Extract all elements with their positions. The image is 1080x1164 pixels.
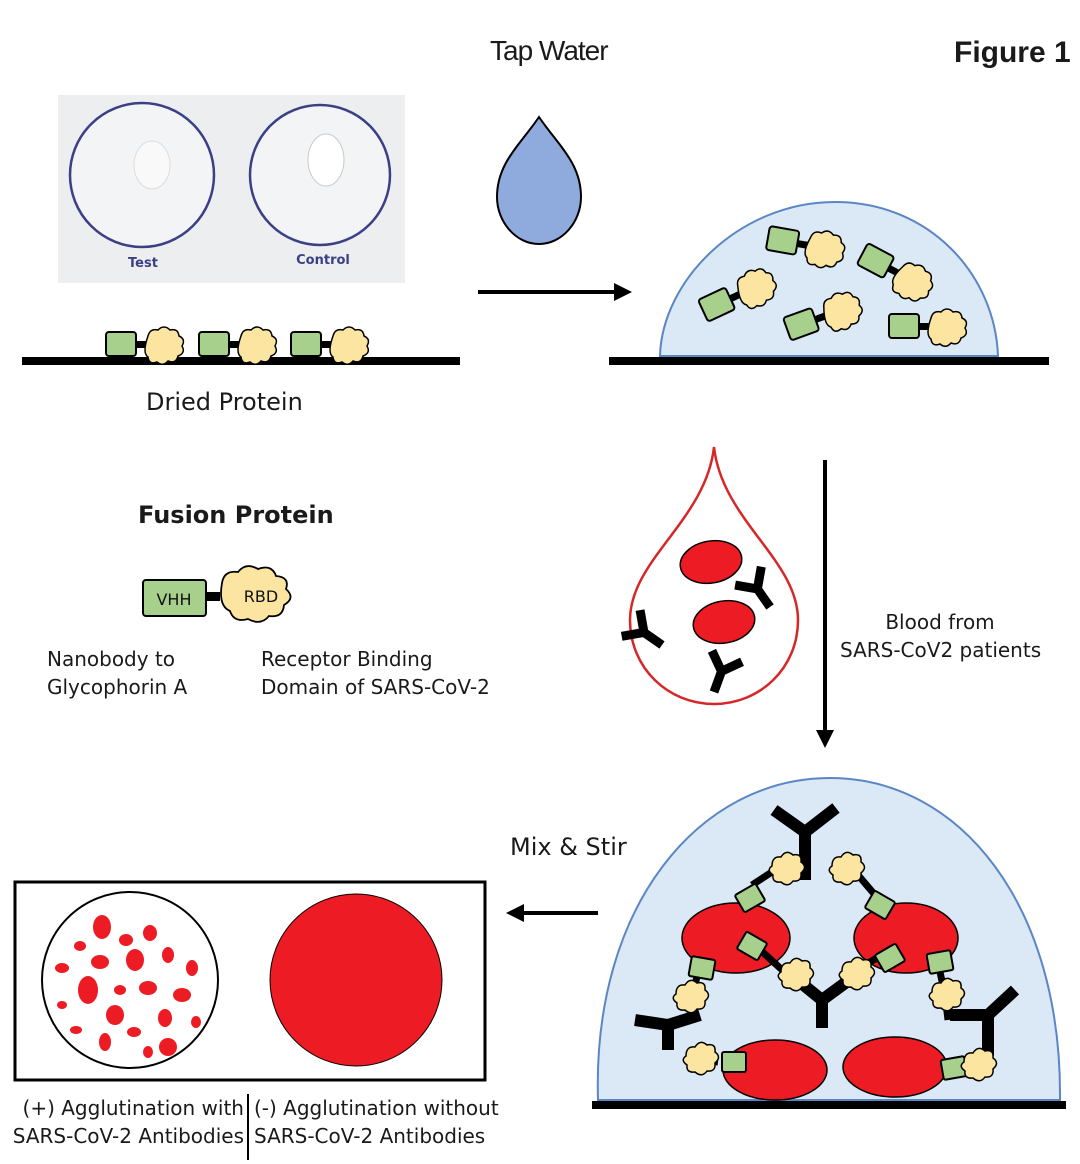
blood-label: Blood from SARS-CoV2 patients bbox=[840, 608, 1042, 664]
blood-label-line-1: Blood from bbox=[885, 610, 995, 634]
dried-protein-label: Dried Protein bbox=[146, 388, 303, 416]
negative-result-line-1: (-) Agglutination without bbox=[254, 1096, 499, 1120]
positive-result-label: (+) Agglutination with SARS-CoV-2 Antibo… bbox=[8, 1094, 244, 1150]
positive-result-line-2: SARS-CoV-2 Antibodies bbox=[12, 1124, 244, 1148]
vhh-tag: VHH bbox=[156, 590, 191, 609]
tap-water-label: Tap Water bbox=[490, 35, 609, 66]
fusion-protein-title: Fusion Protein bbox=[138, 501, 334, 529]
rbd-description-line-1: Receptor Binding bbox=[261, 647, 433, 671]
negative-result-circle bbox=[269, 893, 443, 1067]
rbd-tag: RBD bbox=[244, 587, 278, 606]
control-photo-label: Control bbox=[296, 253, 350, 268]
water-drop-icon bbox=[495, 115, 583, 246]
fusion-protein-diagram: VHH RBD bbox=[142, 565, 292, 623]
agglutinated-clumps bbox=[55, 915, 201, 1058]
mix-stir-label: Mix & Stir bbox=[510, 833, 627, 861]
blood-label-line-2: SARS-CoV2 patients bbox=[840, 638, 1042, 662]
vhh-description-line-1: Nanobody to bbox=[47, 647, 176, 671]
dried-protein-surface bbox=[22, 326, 460, 366]
vhh-description: Nanobody to Glycophorin A bbox=[47, 645, 187, 701]
negative-result-line-2: SARS-CoV-2 Antibodies bbox=[254, 1124, 486, 1148]
vhh-description-line-2: Glycophorin A bbox=[47, 675, 188, 699]
rbd-description-line-2: Domain of SARS-CoV-2 bbox=[261, 675, 490, 699]
arrow-left-icon bbox=[506, 904, 598, 922]
arrow-right-icon bbox=[478, 283, 632, 301]
negative-result-label: (-) Agglutination without SARS-CoV-2 Ant… bbox=[254, 1094, 499, 1150]
positive-result-circle bbox=[41, 891, 219, 1069]
blood-drop bbox=[622, 446, 800, 706]
results-box bbox=[13, 880, 487, 1082]
test-photo-label: Test bbox=[128, 256, 158, 271]
agglutination-dome bbox=[592, 776, 1066, 1109]
rehydrated-dome bbox=[609, 200, 1049, 365]
figure-label: Figure 1 bbox=[954, 36, 1071, 69]
arrow-down-icon bbox=[816, 460, 834, 748]
test-card-photo: Test Control bbox=[58, 95, 405, 283]
rbd-description: Receptor Binding Domain of SARS-CoV-2 bbox=[261, 645, 490, 701]
positive-result-line-1: (+) Agglutination with bbox=[22, 1096, 244, 1120]
